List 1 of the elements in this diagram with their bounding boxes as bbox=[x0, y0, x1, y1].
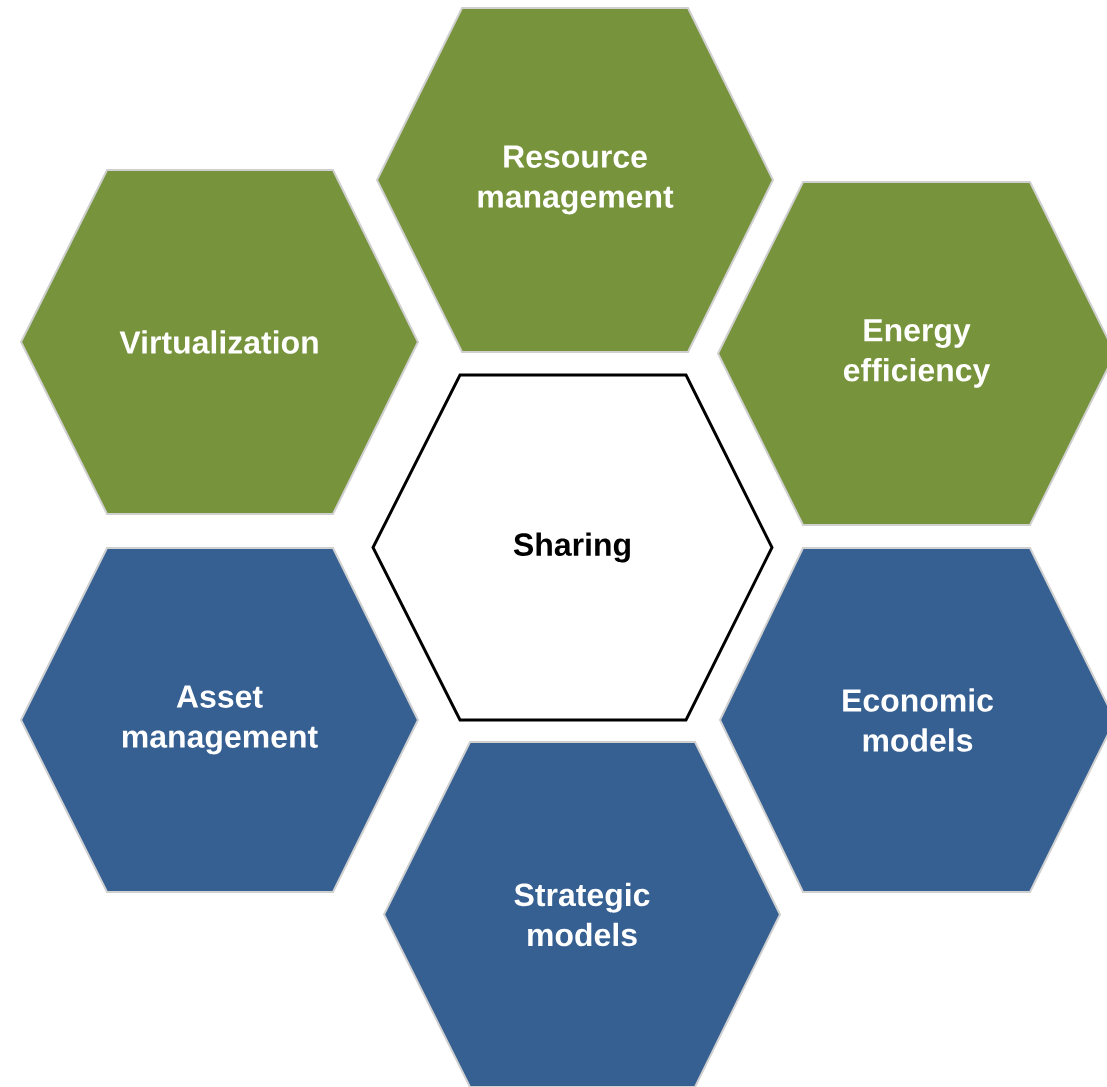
hexagon: Sharing bbox=[371, 373, 774, 722]
